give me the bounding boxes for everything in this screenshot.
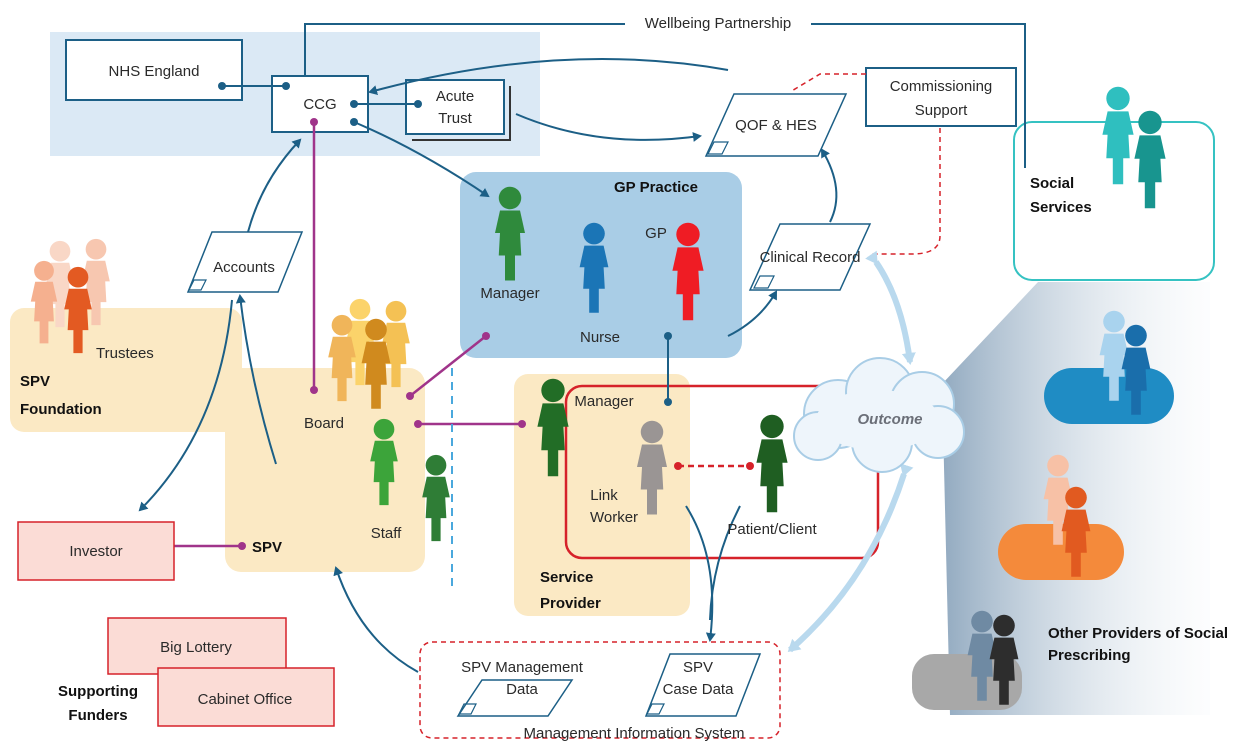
gp-practice-label: GP Practice [614, 179, 698, 196]
spv-foundation-label-2: Foundation [20, 401, 102, 418]
ccg-gp-arrow [353, 121, 490, 198]
acute-trust-box[interactable] [405, 79, 505, 135]
big-lottery-label: Big Lottery [160, 639, 232, 656]
commissioning-label-2: Support [915, 102, 968, 119]
spv-mgmt-corner [458, 703, 477, 715]
outcome-label: Outcome [857, 411, 922, 428]
spv-case-corner [646, 703, 665, 715]
spv-foundation-label-1: SPV [20, 373, 50, 390]
spv-panel [225, 368, 425, 572]
nhs-england-box[interactable] [65, 39, 243, 101]
commissioning-clinical-link [872, 128, 941, 255]
clinical-record-shape[interactable] [748, 223, 872, 291]
spv-case-data-shape[interactable] [644, 653, 762, 717]
cabinet-office-label: Cabinet Office [198, 691, 293, 708]
patient-figure [756, 414, 788, 513]
investor-box[interactable] [17, 521, 175, 581]
acute-qof-arrow [515, 113, 702, 142]
wellbeing-partnership-label: Wellbeing Partnership [645, 15, 791, 32]
mis-spv-arrow [333, 566, 419, 673]
service-provider-label-1: Service [540, 569, 593, 586]
investor-label: Investor [69, 543, 122, 560]
commissioning-qof-link [789, 73, 866, 93]
linkworker-mis-arrow [685, 505, 716, 642]
spv-mgmt-label-2: Data [506, 681, 538, 698]
supporting-funders-label-1: Supporting [58, 683, 138, 700]
supporting-funders-label-2: Funders [68, 707, 127, 724]
other-providers-label-2: Prescribing [1048, 647, 1131, 664]
gp-label: GP [645, 225, 667, 242]
commissioning-support-box[interactable] [865, 67, 1017, 127]
social-services-label-2: Services [1030, 199, 1092, 216]
board-label: Board [304, 415, 344, 432]
qof-hes-shape[interactable] [704, 93, 848, 157]
gp-manager-label: Manager [480, 285, 539, 302]
link-worker-label-1: Link [590, 487, 618, 504]
patient-client-label: Patient/Client [727, 521, 817, 538]
staff-label: Staff [371, 525, 402, 542]
big-lottery-box[interactable] [107, 617, 287, 675]
gp-clinical-arrow [727, 290, 777, 337]
qof-hes-corner [707, 141, 729, 155]
nhs-england-label: NHS England [109, 63, 200, 80]
spv-label: SPV [252, 539, 282, 556]
mis-label: Management Information System [524, 725, 745, 742]
accounts-investor-arrow [138, 299, 233, 512]
acute-trust-shadow [412, 86, 511, 141]
link-worker-label-2: Worker [590, 509, 638, 526]
commissioning-label-1: Commissioning [890, 78, 993, 95]
spv-case-label-2: Case Data [663, 681, 735, 698]
qof-hes-label: QOF & HES [735, 117, 817, 134]
patient-mis-line [709, 505, 741, 621]
acute-trust-label-1: Acute [436, 88, 474, 105]
outcome-cloud[interactable] [793, 357, 965, 473]
outcome-mis-arrow [787, 463, 914, 653]
spv-foundation-panel [10, 308, 242, 432]
accounts-corner [188, 279, 207, 291]
ccg-label: CCG [303, 96, 336, 113]
board-gp-link [409, 335, 487, 397]
spv-case-label-1: SPV [683, 659, 713, 676]
other-providers-label-1: Other Providers of Social [1048, 625, 1228, 642]
trustees-label: Trustees [96, 345, 154, 362]
social-services-label-1: Social [1030, 175, 1074, 192]
clinical-record-label: Clinical Record [760, 249, 861, 266]
outcome-clinical-arrow [865, 250, 916, 365]
sp-manager-label: Manager [574, 393, 633, 410]
accounts-label: Accounts [213, 259, 275, 276]
service-provider-label-2: Provider [540, 595, 601, 612]
clinical-qof-arrow [820, 148, 838, 223]
wellbeing-label-bg [625, 12, 811, 34]
cabinet-office-box[interactable] [157, 667, 335, 727]
mis-box [419, 641, 781, 739]
accounts-ccg-arrow [247, 138, 302, 233]
acute-trust-label-2: Trust [438, 110, 472, 127]
qof-ccg-arrow [368, 58, 729, 95]
nurse-label: Nurse [580, 329, 620, 346]
provider-blob-orange [998, 524, 1124, 580]
clinical-record-corner [753, 275, 775, 289]
spv-mgmt-label-1: SPV Management [461, 659, 584, 676]
accounts-shape[interactable] [186, 231, 304, 293]
spv-accounts-arrow [235, 294, 277, 465]
